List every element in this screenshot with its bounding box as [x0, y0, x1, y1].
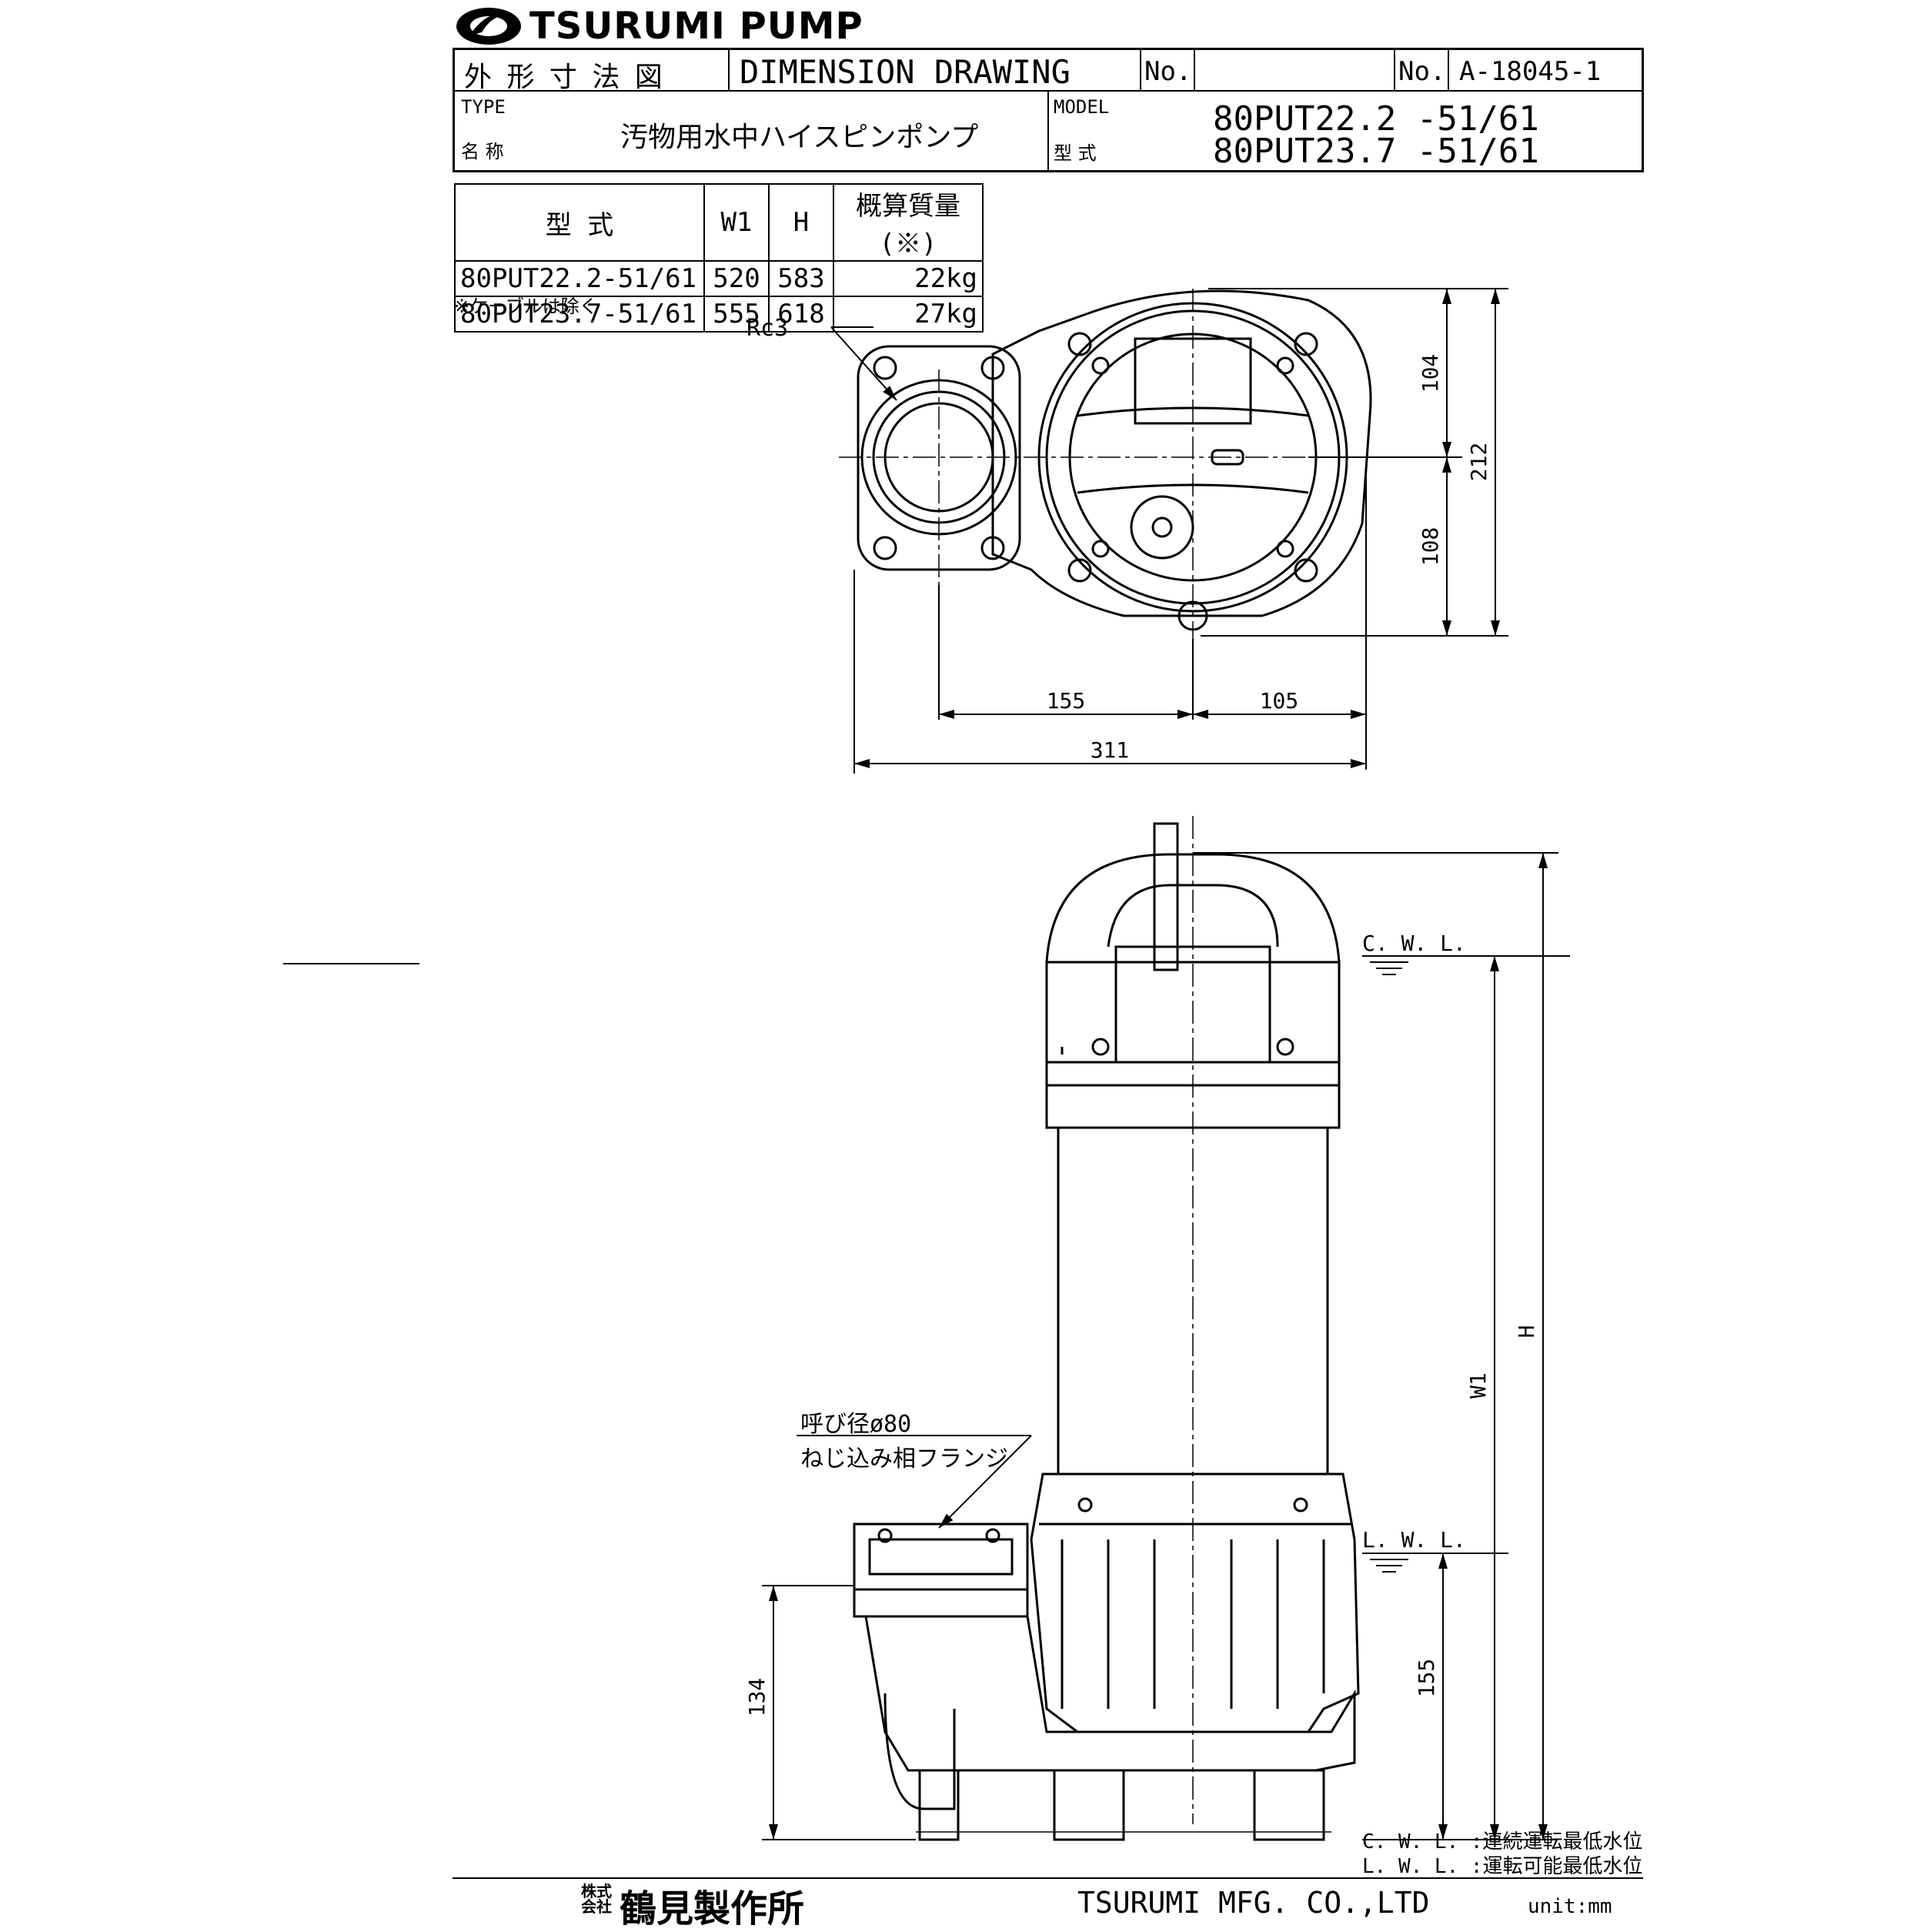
model-label-en: MODEL — [1054, 96, 1110, 118]
type-value: 汚物用水中ハイスピンポンプ — [620, 122, 979, 153]
lwl-label: L. W. L. — [1362, 1527, 1466, 1553]
model-2: 80PUT23.7 -51/61 — [1213, 132, 1539, 171]
brand-name: TSURUMI PUMP — [529, 5, 863, 48]
table-row: 80PUT22.2-51/61 520 583 22kg — [454, 260, 984, 297]
drawing-number: A-18045-1 — [1459, 56, 1602, 87]
cell-h: 618 — [768, 296, 834, 333]
col-header-h: H — [768, 183, 834, 262]
dim-108: 108 — [1418, 527, 1443, 567]
model-label-jp: 型 式 — [1054, 142, 1097, 164]
side-view — [853, 816, 1360, 1841]
table-row: 80PUT23.7-51/61 555 618 27kg — [454, 296, 984, 333]
cell-model: 80PUT23.7-51/61 — [454, 296, 705, 333]
cell-w1: 520 — [703, 260, 770, 297]
company-name-en: TSURUMI MFG. CO.,LTD — [1077, 1886, 1430, 1920]
top-view — [839, 289, 1447, 639]
no-label-1: No. — [1144, 56, 1192, 87]
cell-model: 80PUT22.2-51/61 — [454, 260, 705, 297]
dim-h: H — [1514, 1325, 1539, 1339]
cell-mass: 22kg — [833, 260, 984, 297]
top-view-dims — [853, 288, 1508, 774]
company-name-jp: 鶴見製作所 — [620, 1887, 805, 1930]
tsurumi-logo-icon — [456, 8, 521, 45]
dim-155-side: 155 — [1414, 1659, 1439, 1698]
col-header-type: 型 式 — [454, 183, 705, 262]
cwl-note: C. W. L. :連続運転最低水位 — [1362, 1830, 1643, 1853]
dim-311: 311 — [1091, 737, 1130, 763]
unit-label: unit:mm — [1528, 1895, 1612, 1918]
company-prefix: 株式 会社 — [581, 1884, 612, 1914]
dim-105: 105 — [1260, 688, 1299, 714]
cwl-label: C. W. L. — [1362, 931, 1466, 956]
col-header-w1: W1 — [703, 183, 770, 262]
company-prefix-2: 会社 — [581, 1897, 612, 1916]
spec-table: 型 式 W1 H 概算質量 (※) 80PUT22.2-51/61 520 58… — [454, 183, 984, 333]
col-header-mass: 概算質量 (※) — [833, 183, 984, 262]
dim-212: 212 — [1466, 443, 1491, 482]
dim-104: 104 — [1418, 354, 1443, 393]
type-label-en: TYPE — [461, 96, 506, 118]
title-block: 外 形 寸 法 図 DIMENSION DRAWING No. No. A-18… — [453, 48, 1644, 172]
lwl-note: L. W. L. :運転可能最低水位 — [1362, 1855, 1643, 1878]
side-view-dims — [762, 852, 1558, 1840]
dim-155-top: 155 — [1047, 688, 1086, 714]
flange-label-1: 呼び径ø80 — [800, 1411, 911, 1438]
dim-134: 134 — [744, 1678, 770, 1717]
company-prefix-1: 株式 — [581, 1882, 612, 1900]
no-label-2: No. — [1398, 56, 1446, 87]
dim-w1: W1 — [1465, 1372, 1491, 1399]
cell-w1: 555 — [703, 296, 770, 333]
flange-label-2: ねじ込み相フランジ — [800, 1446, 1008, 1472]
title-en: DIMENSION DRAWING — [740, 53, 1071, 91]
model-1: 80PUT22.2 -51/61 — [1213, 99, 1539, 139]
cell-h: 583 — [768, 260, 834, 297]
rc3-leader: Rc3 — [747, 315, 897, 401]
spec-table-header-row: 型 式 W1 H 概算質量 (※) — [454, 183, 984, 262]
water-level-marks — [1362, 955, 1570, 1573]
title-jp: 外 形 寸 法 図 — [464, 62, 666, 93]
table-note: ※ケーブルは除く — [454, 296, 598, 317]
flange-leader — [797, 1435, 1032, 1529]
type-label-jp: 名 称 — [461, 141, 504, 162]
brand-logo: TSURUMI PUMP — [454, 5, 863, 48]
rc3-label: Rc3 — [747, 315, 788, 342]
